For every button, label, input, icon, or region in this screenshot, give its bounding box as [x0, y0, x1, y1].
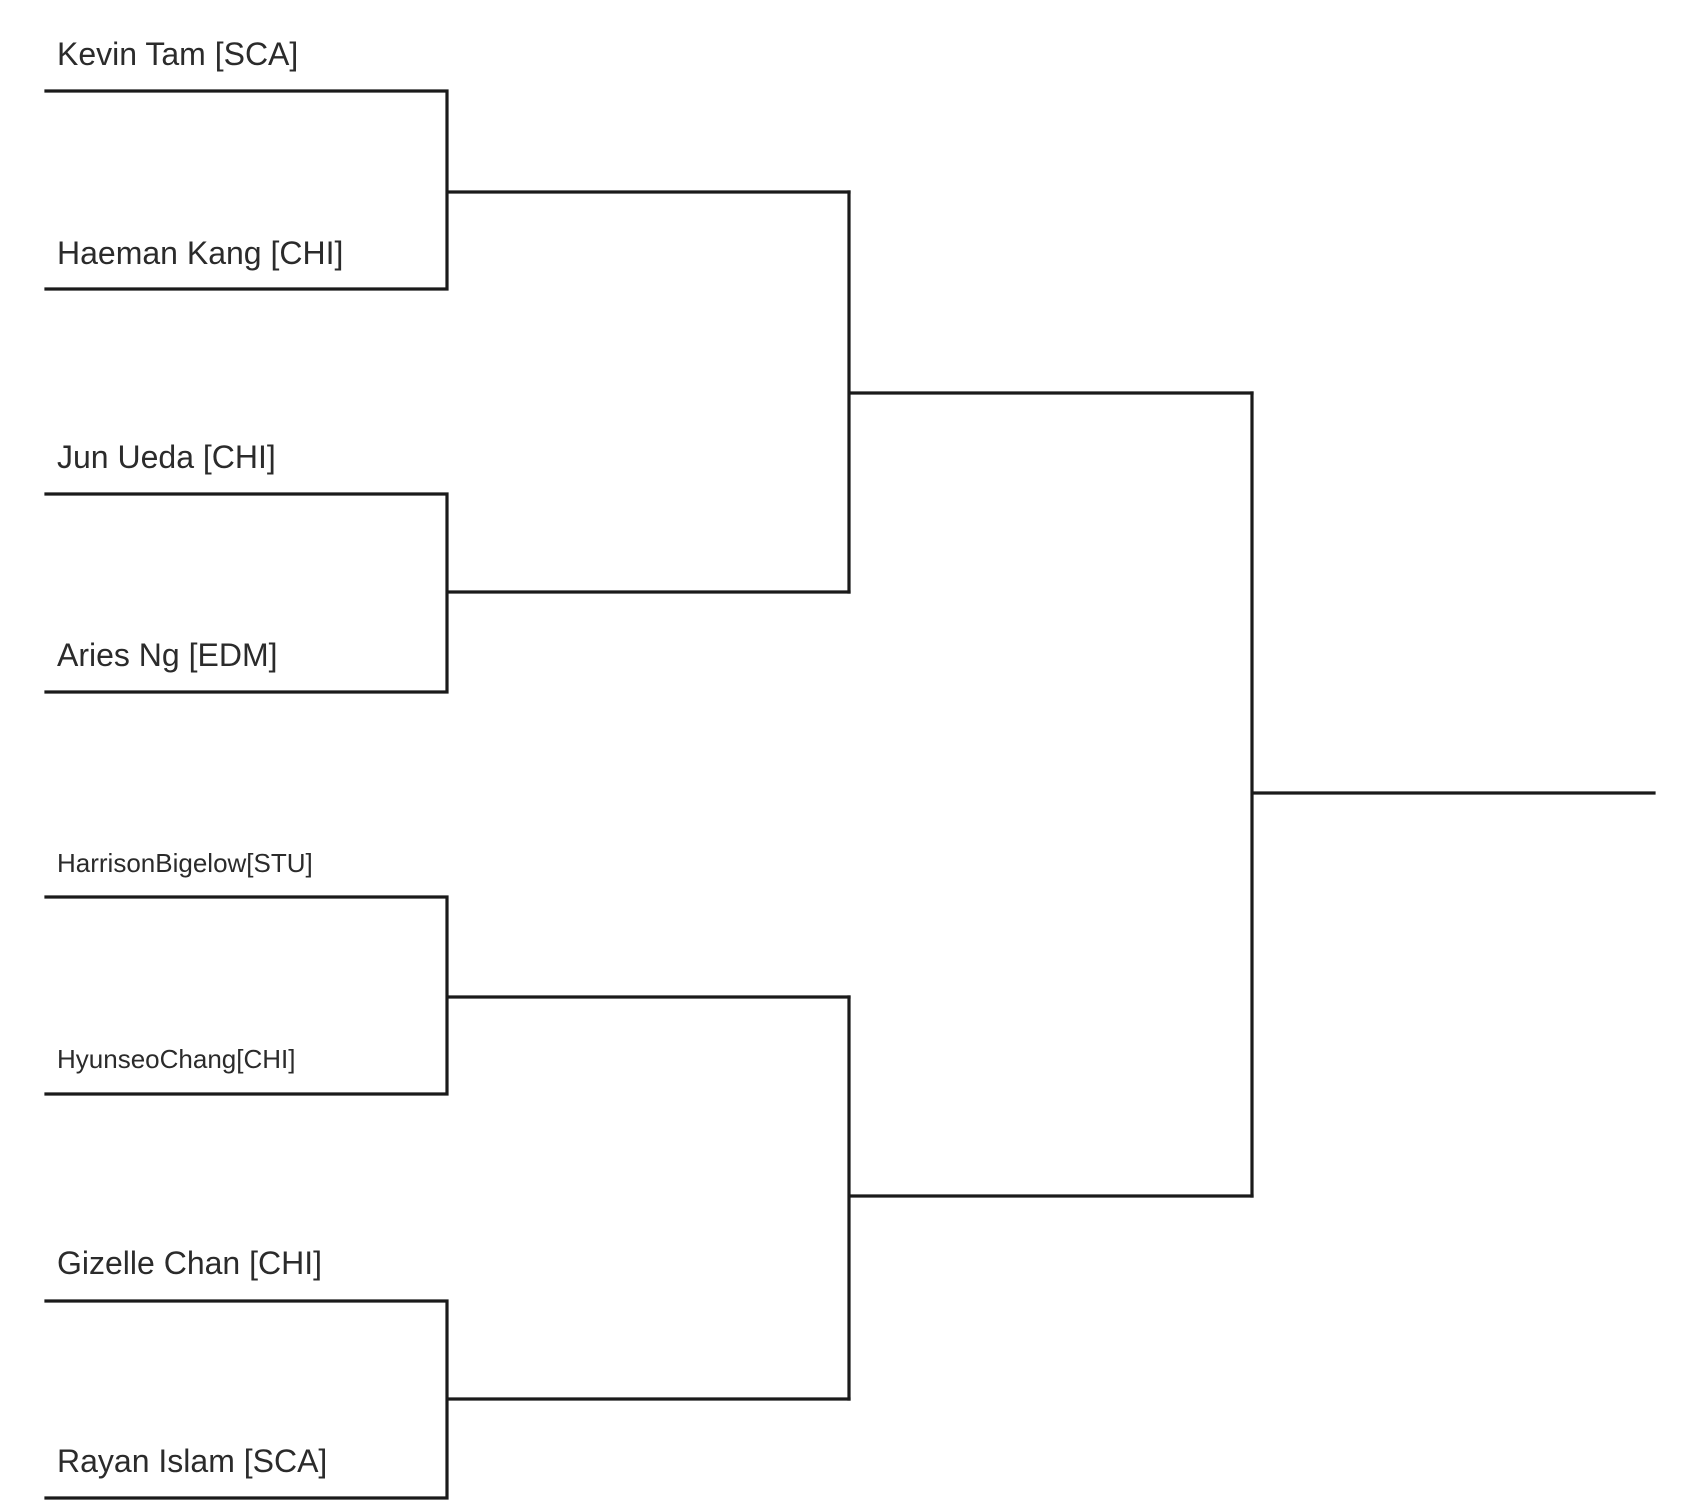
round1-match3-connector [44, 895, 851, 1096]
entrant-1-label: Kevin Tam [SCA] [57, 36, 298, 72]
semifinal1-connector [847, 190, 1254, 594]
entrant-3-label: Jun Ueda [CHI] [57, 439, 276, 475]
entrant-4-label: Aries Ng [EDM] [57, 637, 277, 673]
entrant-6-label: HyunseoChang[CHI] [57, 1044, 295, 1074]
round1-match1-connector [44, 89, 851, 291]
bracket-lines [44, 89, 1656, 1500]
entrant-7-label: Gizelle Chan [CHI] [57, 1245, 322, 1281]
round1-match2-connector [44, 492, 851, 694]
round1-match4-connector [44, 1299, 851, 1500]
entrant-8-label: Rayan Islam [SCA] [57, 1443, 327, 1479]
entrant-2-label: Haeman Kang [CHI] [57, 235, 343, 271]
semifinal2-connector [847, 995, 1254, 1401]
final-connector [1250, 391, 1656, 1198]
entrant-labels: Kevin Tam [SCA] Haeman Kang [CHI] Jun Ue… [57, 36, 343, 1479]
entrant-5-label: HarrisonBigelow[STU] [57, 848, 313, 878]
